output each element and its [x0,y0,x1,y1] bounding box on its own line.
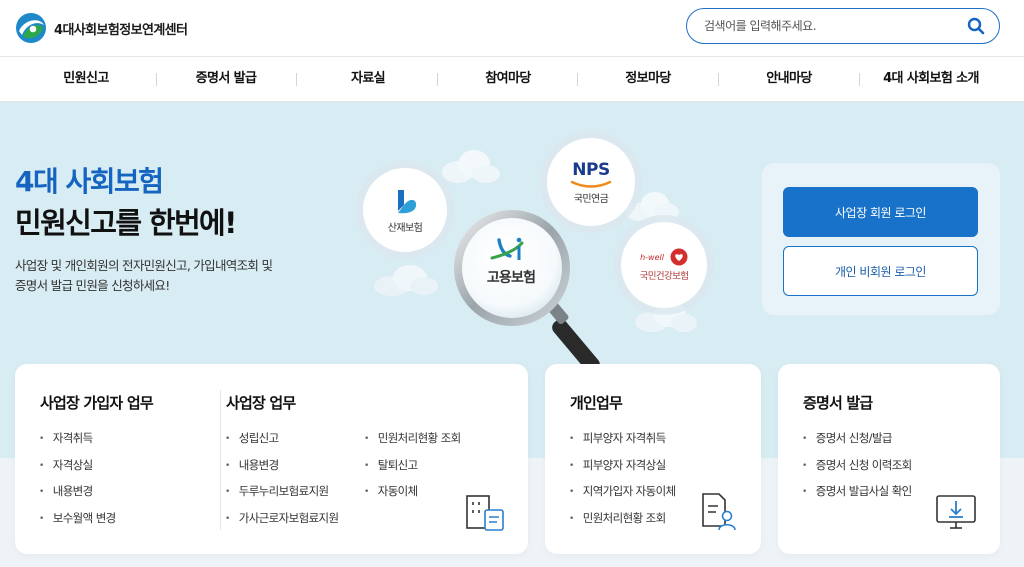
list-item[interactable]: 자격상실 [39,457,116,484]
building-document-icon [466,495,504,531]
site-logo[interactable]: 4대사회보험정보연계센터 [14,11,188,45]
badge-national-pension: NPS 국민연금 [547,138,635,226]
nav-divider [577,73,578,86]
card-title-personal: 개인업무 [570,394,623,412]
badge-national-health: h-well 국민건강보험 [621,222,707,308]
badge-label: 국민연금 [573,193,609,205]
nps-swoosh-icon [570,180,612,188]
nav-divider [156,73,157,86]
nav-item-participation[interactable]: 참여마당 [485,71,531,86]
monitor-download-icon [936,495,976,529]
workplace-task-list-2: 민원처리현황 조회 탈퇴신고 자동이체 [364,430,462,510]
list-item[interactable]: 민원처리현황 조회 [569,510,676,537]
individual-guest-login-button[interactable]: 개인 비회원 로그인 [783,246,978,296]
hero-description-line: 증명서 발급 민원을 신청하세요! [15,278,170,293]
list-item[interactable]: 보수월액 변경 [39,510,117,537]
nav-item-about[interactable]: 4대 사회보험 소개 [883,71,979,86]
nav-item-archive[interactable]: 자료실 [350,71,386,86]
hero-title: 민원신고를 한번에! [15,206,237,240]
nav-item-guide[interactable]: 안내마당 [766,71,812,86]
hero-description-line: 사업장 및 개인회원의 전자민원신고, 가입내역조회 및 [15,258,273,273]
card-title-workplace: 사업장 업무 [226,394,296,412]
card-personal-services: 개인업무 피부양자 자격취득 피부양자 자격상실 지역가입자 자동이체 민원처리… [545,364,761,554]
badge-industrial-accident: 산재보험 [363,168,447,252]
list-item[interactable]: 두루누리보험료지원 [225,483,339,510]
logo-emblem-icon [16,13,46,43]
logo-text: 4대사회보험정보연계센터 [54,22,188,38]
list-item[interactable]: 가사근로자보험료지원 [225,510,339,537]
nps-logo: NPS [572,159,610,180]
hwell-text: h-well [640,252,664,262]
list-item[interactable]: 자동이체 [364,483,461,510]
list-item[interactable]: 내용변경 [39,483,116,510]
subscriber-task-list: 자격취득 자격상실 내용변경 보수월액 변경 [39,430,117,537]
list-item[interactable]: 지역가입자 자동이체 [569,483,676,510]
nav-divider [718,73,719,86]
list-item[interactable]: 피부양자 자격상실 [569,457,676,484]
list-item[interactable]: 자격취득 [39,430,116,457]
card-divider [220,390,221,530]
nav-item-complaint[interactable]: 민원신고 [63,71,109,86]
card-workplace-services: 사업장 가입자 업무 자격취득 자격상실 내용변경 보수월액 변경 사업장 업무… [15,364,528,554]
badge-label: 산재보험 [387,222,423,234]
card-certificate-issuance: 증명서 발급 증명서 신청/발급 증명서 신청 이력조회 증명서 발급사실 확인 [778,364,1000,554]
nav-divider [296,73,297,86]
main-nav: 민원신고 증명서 발급 자료실 참여마당 정보마당 안내마당 4대 사회보험 소… [0,56,1024,102]
site-header: 4대사회보험정보연계센터 [0,0,1024,56]
industrial-accident-logo-icon [398,189,417,213]
card-title-subscriber: 사업장 가입자 업무 [40,394,154,412]
magnifier-icon [454,210,600,373]
badge-employment-insurance: 고용보험 [486,270,536,286]
workplace-task-list: 성립신고 내용변경 두루누리보험료지원 가사근로자보험료지원 [225,430,339,536]
list-item[interactable]: 증명서 발급사실 확인 [802,483,913,510]
health-logo: h-well [640,248,688,266]
search-icon[interactable] [967,17,985,35]
nav-item-certificate[interactable]: 증명서 발급 [195,71,257,86]
heart-icon [670,248,688,266]
search-input[interactable] [704,19,944,33]
list-item[interactable]: 증명서 신청/발급 [802,430,912,457]
cloud-icon [374,265,438,296]
certificate-task-list: 증명서 신청/발급 증명서 신청 이력조회 증명서 발급사실 확인 [802,430,913,510]
document-user-icon [702,493,736,531]
hero-description: 사업장 및 개인회원의 전자민원신고, 가입내역조회 및 증명서 발급 민원을 … [15,256,345,296]
list-item[interactable]: 내용변경 [225,457,339,484]
personal-task-list: 피부양자 자격취득 피부양자 자격상실 지역가입자 자동이체 민원처리현황 조회 [569,430,676,536]
nav-divider [437,73,438,86]
hero-title-highlight: 4대 사회보험 [15,165,164,198]
list-item[interactable]: 성립신고 [225,430,339,457]
nav-item-information[interactable]: 정보마당 [625,71,671,86]
list-item[interactable]: 민원처리현황 조회 [364,430,462,457]
search-box [686,8,1000,44]
list-item[interactable]: 탈퇴신고 [364,457,461,484]
cloud-icon [442,150,500,183]
list-item[interactable]: 피부양자 자격취득 [569,430,676,457]
cloud-icon [625,192,679,221]
nav-divider [859,73,860,86]
workplace-member-login-button[interactable]: 사업장 회원 로그인 [783,187,978,237]
card-title-certificate: 증명서 발급 [803,394,873,412]
list-item[interactable]: 증명서 신청 이력조회 [802,457,913,484]
cloud-icon [635,303,697,332]
badge-label: 국민건강보험 [639,271,689,282]
